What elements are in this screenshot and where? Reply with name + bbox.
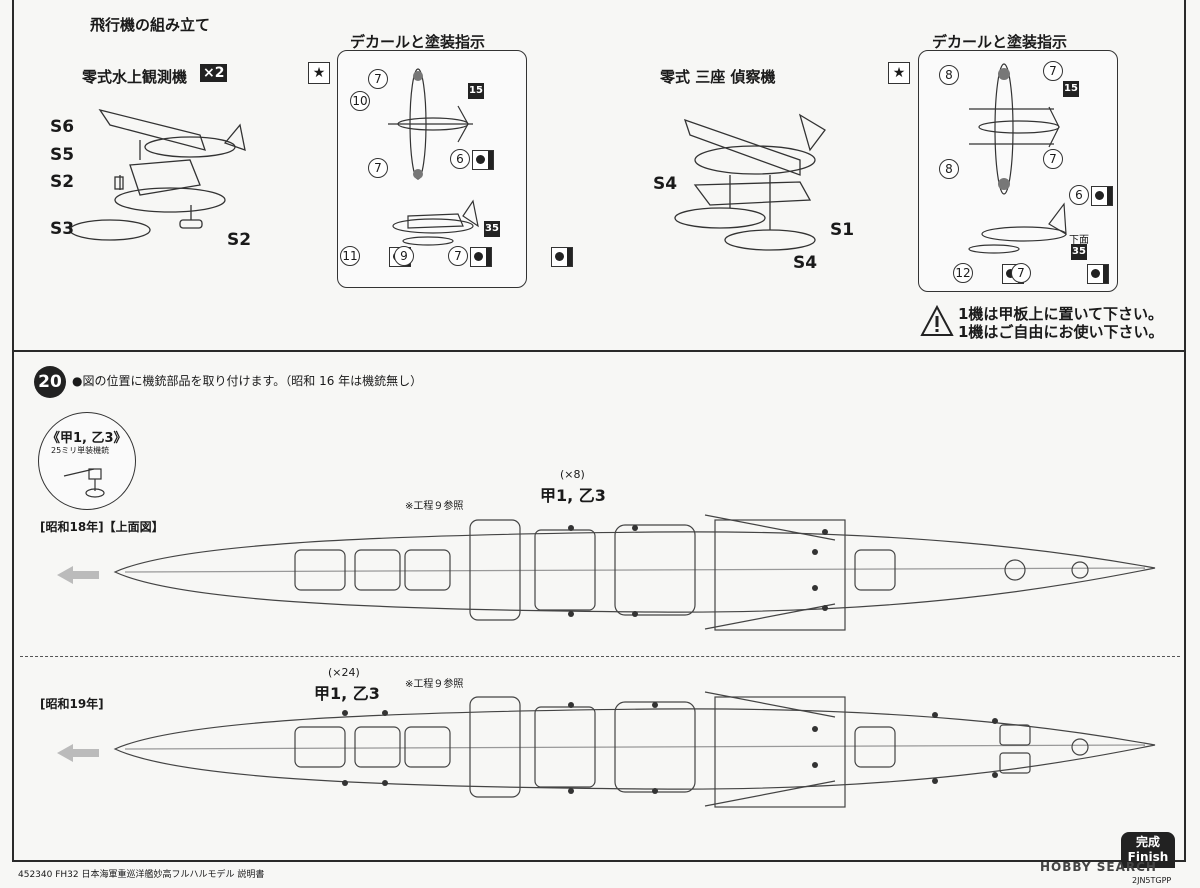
callout-35-2: 35 <box>1071 244 1087 260</box>
aa-gun-icon <box>63 468 105 498</box>
callout-8a: 8 <box>939 65 959 85</box>
plane1-qty: ×2 <box>200 64 228 82</box>
warning-line-1: 1機は甲板上に置いて下さい。 <box>958 305 1163 323</box>
finish-tab: 完成 Finish <box>1121 832 1175 868</box>
plane1-name: 零式水上観測機 <box>82 68 188 86</box>
view1-label: [昭和18年]【上面図】 <box>40 520 164 534</box>
warning-icon <box>920 305 954 336</box>
callout-8b: 8 <box>939 159 959 179</box>
part-s3: S3 <box>50 219 75 239</box>
footer-right: 2JN5TGPP <box>1132 876 1172 885</box>
callout-7b: 7 <box>368 158 388 178</box>
part-s2-b: S2 <box>227 230 252 250</box>
finish-en: Finish <box>1127 850 1169 864</box>
warning-text: 1機は甲板上に置いて下さい。 1機はご自由にお使い下さい。 <box>958 305 1163 341</box>
view1-ref: ※工程９参照 <box>405 501 464 512</box>
view2-parts: 甲1, 乙3 <box>314 684 380 703</box>
callout-9: 9 <box>394 246 414 266</box>
callout-11: 11 <box>340 246 360 266</box>
callout-7c: 7 <box>448 246 468 266</box>
inset-title: 《甲1, 乙3》 <box>47 431 127 446</box>
forward-arrow-icon <box>57 744 99 762</box>
callout-35: 35 <box>484 221 500 237</box>
view2-ref: ※工程９参照 <box>405 679 464 690</box>
inset-subtitle: 25ミリ単装機銃 <box>51 446 110 455</box>
callout-7c-2: 7 <box>1011 263 1031 283</box>
hinomaru-icon <box>472 149 494 170</box>
view1-parts: 甲1, 乙3 <box>540 486 606 505</box>
part-s5: S5 <box>50 145 75 165</box>
hinomaru-icon <box>1087 263 1110 284</box>
decal1-drawing <box>388 68 479 246</box>
step-number: 20 <box>34 366 66 398</box>
callout-6-2: 6 <box>1069 185 1089 205</box>
decal2-drawing <box>968 63 1067 254</box>
view2-label: [昭和19年] <box>40 697 104 711</box>
plane2-name: 零式 三座 偵察機 <box>660 68 776 86</box>
underside-label: 下面 <box>1069 235 1089 246</box>
callout-10: 10 <box>350 91 370 111</box>
plane1-drawing <box>69 108 246 241</box>
plane2-drawing <box>674 113 826 251</box>
warning-line-2: 1機はご自由にお使い下さい。 <box>958 323 1164 341</box>
callout-15: 15 <box>468 83 484 99</box>
page-frame <box>12 0 1186 862</box>
decal-box-1: 7 10 15 7 6 11 9 7 35 <box>337 50 574 288</box>
footer-left: 452340 FH32 日本海軍重巡洋艦妙高フルハルモデル 説明書 <box>18 870 265 880</box>
hinomaru-icon <box>470 246 493 267</box>
part-s6: S6 <box>50 117 75 137</box>
decal-star-icon: ★ <box>308 62 330 84</box>
callout-15-2: 15 <box>1063 81 1079 97</box>
ship-topview-1944 <box>113 514 1156 631</box>
view1-qty: (×8) <box>560 468 585 481</box>
decal-title-1: デカールと塗装指示 <box>350 33 486 51</box>
ship-topview-1944-b <box>113 691 1156 808</box>
callout-7a: 7 <box>368 69 388 89</box>
hinomaru-icon <box>1091 185 1113 206</box>
finish-jp: 完成 <box>1135 835 1160 849</box>
inset-circle: 《甲1, 乙3》 25ミリ単装機銃 <box>38 412 136 510</box>
decal-star-icon: ★ <box>888 62 910 84</box>
callout-12: 12 <box>953 263 973 283</box>
decal-box-2: 8 7 15 8 7 6 下面 35 12 7 <box>918 50 1118 292</box>
part-s4: S4 <box>653 174 678 194</box>
decal-title-2: デカールと塗装指示 <box>932 33 1068 51</box>
part-s2: S2 <box>50 172 75 192</box>
assembly-title: 飛行機の組み立て <box>90 16 211 34</box>
callout-7b-2: 7 <box>1043 149 1063 169</box>
forward-arrow-icon <box>57 566 99 584</box>
watermark: HOBBY SEARCH <box>1040 860 1157 874</box>
step-instruction: ●図の位置に機銃部品を取り付けます。（昭和 16 年は機銃無し） <box>72 374 423 388</box>
part-s1: S1 <box>830 220 855 240</box>
hinomaru-icon <box>551 246 574 267</box>
part-s4-b: S4 <box>793 253 818 273</box>
view-divider <box>20 656 1180 657</box>
section-divider <box>12 350 1186 352</box>
callout-7a-2: 7 <box>1043 61 1063 81</box>
callout-6: 6 <box>450 149 470 169</box>
view2-qty: (×24) <box>328 666 360 679</box>
